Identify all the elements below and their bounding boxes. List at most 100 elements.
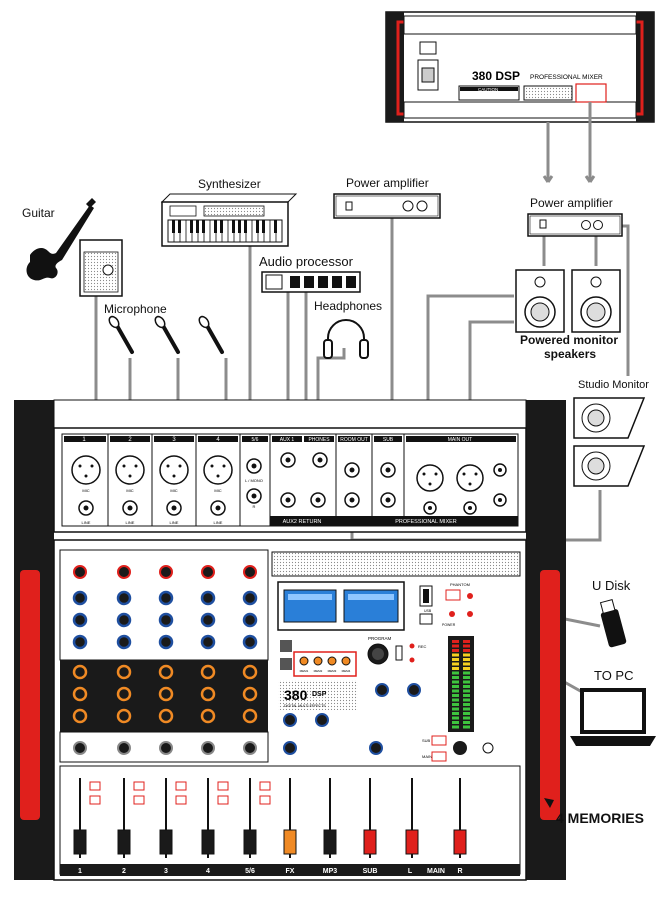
laptop-icon [570, 688, 656, 746]
studio-monitor-lower [573, 445, 646, 487]
pan-knob-1[interactable] [73, 741, 87, 755]
mute-button[interactable] [175, 781, 187, 791]
aux-knob-5-3[interactable] [242, 708, 258, 724]
aux-knob-4-3[interactable] [200, 708, 216, 724]
solo-button[interactable] [217, 795, 229, 805]
memory-button-2[interactable]: MEM2 [314, 669, 323, 673]
eq-knob-2-3[interactable] [116, 634, 132, 650]
eq-knob-1-1[interactable] [72, 590, 88, 606]
fader-cap[interactable] [453, 829, 467, 855]
aux-knob-1-1[interactable] [72, 664, 88, 680]
fader-cap[interactable] [323, 829, 337, 855]
rear-brand-line: PROFESSIONAL MIXER [395, 519, 457, 525]
fader-label-3: 3 [164, 868, 168, 875]
gain-knob-1[interactable] [73, 565, 87, 579]
aux-knob-1-3[interactable] [72, 708, 88, 724]
eq-knob-5-2[interactable] [242, 612, 258, 628]
memory-button-3[interactable]: MEM3 [328, 669, 337, 673]
pan-knob-4[interactable] [201, 741, 215, 755]
aux-knob-3-2[interactable] [158, 686, 174, 702]
memory-button-1[interactable]: MEM1 [300, 669, 309, 673]
eq-knob-3-1[interactable] [158, 590, 174, 606]
fader-cap[interactable] [159, 829, 173, 855]
eq-knob-4-1[interactable] [200, 590, 216, 606]
fader-cap[interactable] [405, 829, 419, 855]
eq-knob-4-2[interactable] [200, 612, 216, 628]
aux-knob-4-1[interactable] [200, 664, 216, 680]
eq-knob-1-3[interactable] [72, 634, 88, 650]
fx-knob-6[interactable] [375, 683, 389, 697]
fader-cap[interactable] [117, 829, 131, 855]
label-studio-monitor: Studio Monitor [578, 379, 649, 391]
gain-knob-2[interactable] [117, 565, 131, 579]
gain-knob-5[interactable] [243, 565, 257, 579]
front-dsp-caption: DIGITAL MULTI-EFFECTS [284, 704, 326, 708]
fader-cap[interactable] [243, 829, 257, 855]
pan-knob-3[interactable] [159, 741, 173, 755]
mute-button[interactable] [89, 781, 101, 791]
aux-knob-4-2[interactable] [200, 686, 216, 702]
fx-knob-3[interactable] [283, 741, 297, 755]
meter-led-l [452, 685, 459, 688]
aux-knob-3-3[interactable] [158, 708, 174, 724]
meter-led-r [463, 725, 470, 729]
meter-led-r [463, 667, 470, 670]
gain-knob-4[interactable] [201, 565, 215, 579]
fx-knob-2[interactable] [315, 713, 329, 727]
aux-knob-5-1[interactable] [242, 664, 258, 680]
mute-button[interactable] [259, 781, 271, 791]
aux-knob-3-1[interactable] [158, 664, 174, 680]
mute-button[interactable] [133, 781, 145, 791]
eq-knob-4-3[interactable] [200, 634, 216, 650]
eq-knob-5-3[interactable] [242, 634, 258, 650]
aux-knob-2-2[interactable] [116, 686, 132, 702]
caution-label: CAUTION [478, 87, 498, 92]
power-label: POWER [442, 623, 456, 627]
meter-led-l [452, 640, 459, 643]
gain-knob-3[interactable] [159, 565, 173, 579]
solo-button[interactable] [259, 795, 271, 805]
solo-button[interactable] [133, 795, 145, 805]
meter-led-l [452, 662, 459, 666]
meter-led-r [463, 703, 470, 706]
mute-button[interactable] [217, 781, 229, 791]
meter-led-r [463, 680, 470, 684]
meter-led-l [452, 680, 459, 684]
eq-knob-2-1[interactable] [116, 590, 132, 606]
meter-led-l [452, 716, 459, 720]
meter-led-r [463, 649, 470, 652]
eq-knob-5-1[interactable] [242, 590, 258, 606]
eq-knob-3-3[interactable] [158, 634, 174, 650]
fader-cap[interactable] [283, 829, 297, 855]
fader-label-10: MAIN [427, 868, 445, 875]
fx-knob-5[interactable] [407, 683, 421, 697]
aux-knob-5-2[interactable] [242, 686, 258, 702]
meter-led-r [463, 694, 470, 697]
fader-cap[interactable] [73, 829, 87, 855]
meter-led-l [452, 676, 459, 679]
eq-knob-1-2[interactable] [72, 612, 88, 628]
fx-knob-4[interactable] [369, 741, 383, 755]
rear-aux2-label: AUX2 [283, 519, 297, 525]
eq-knob-2-2[interactable] [116, 612, 132, 628]
memory-button-4[interactable]: MEM4 [342, 669, 351, 673]
meter-led-r [463, 676, 470, 679]
meter-led-r [463, 721, 470, 724]
pan-knob-5[interactable] [243, 741, 257, 755]
aux-knob-2-1[interactable] [116, 664, 132, 680]
solo-button[interactable] [89, 795, 101, 805]
rear-line-4: LINE [214, 520, 223, 525]
rear-mic-2: MIC [126, 488, 133, 493]
usb-label: USB [424, 609, 432, 613]
fader-cap[interactable] [363, 829, 377, 855]
fader-cap[interactable] [201, 829, 215, 855]
solo-button[interactable] [175, 795, 187, 805]
memories-arrow [544, 798, 554, 808]
pan-knob-2[interactable] [117, 741, 131, 755]
meter-led-l [452, 689, 459, 693]
eq-knob-3-2[interactable] [158, 612, 174, 628]
fx-knob-1[interactable] [283, 713, 297, 727]
rear-jack-phones: PHONES [308, 437, 330, 443]
aux-knob-1-2[interactable] [72, 686, 88, 702]
aux-knob-2-3[interactable] [116, 708, 132, 724]
